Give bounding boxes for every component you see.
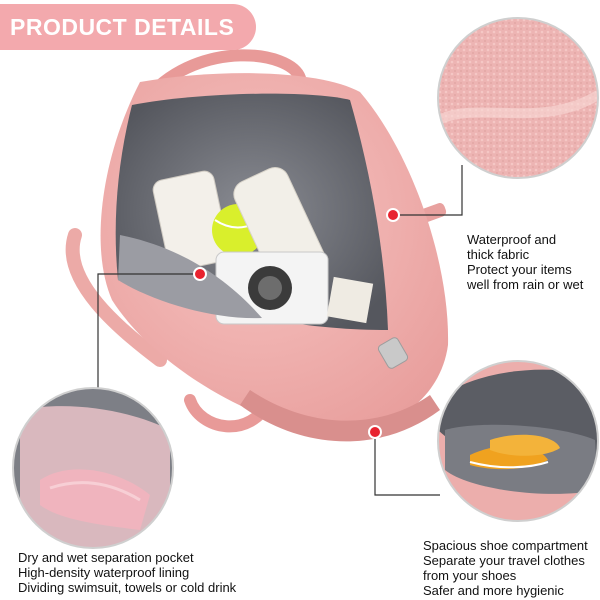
- pocket-callout: Dry and wet separation pocket High-densi…: [18, 550, 236, 595]
- wet-pocket: [118, 235, 262, 319]
- shoes-line: Safer and more hygienic: [423, 583, 564, 598]
- fabric-line: thick fabric: [467, 247, 530, 262]
- shoes-callout: Spacious shoe compartment Separate your …: [423, 538, 588, 598]
- pocket-closeup: [12, 387, 174, 549]
- banner-title: PRODUCT DETAILS: [10, 14, 235, 40]
- pocket-line: Dividing swimsuit, towels or cold drink: [18, 580, 237, 595]
- marker-dots: [193, 208, 400, 439]
- shoes-line: Separate your travel clothes: [423, 553, 585, 568]
- shoe-compartment-closeup: [437, 360, 599, 522]
- pocket-line: High-density waterproof lining: [18, 565, 190, 580]
- side-strap: [65, 228, 167, 367]
- zipper-pull: [377, 337, 409, 369]
- shoes-line: from your shoes: [423, 568, 517, 583]
- shoes-line: Spacious shoe compartment: [423, 538, 588, 553]
- callout-lines: [97, 165, 463, 496]
- fabric-closeup: [437, 17, 599, 179]
- pocket-line: Dry and wet separation pocket: [18, 550, 194, 565]
- fabric-callout: Waterproof and thick fabric Protect your…: [467, 232, 583, 292]
- fabric-line: Protect your items: [467, 262, 572, 277]
- fabric-line: well from rain or wet: [467, 277, 584, 292]
- product-details-banner: PRODUCT DETAILS: [0, 4, 256, 50]
- fabric-line: Waterproof and: [467, 232, 557, 247]
